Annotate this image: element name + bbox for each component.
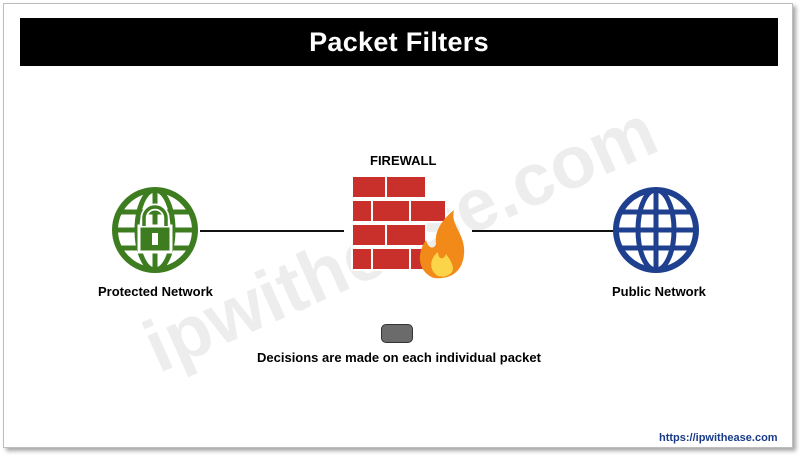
decision-caption: Decisions are made on each individual pa… <box>257 350 541 365</box>
secure-globe-icon <box>112 187 198 273</box>
title-bar: Packet Filters <box>20 18 778 66</box>
firewall-icon <box>351 175 465 279</box>
link-line-left <box>200 230 344 232</box>
firewall-label: FIREWALL <box>370 153 437 168</box>
public-network-label: Public Network <box>612 284 706 299</box>
page-title: Packet Filters <box>309 26 489 57</box>
link-line-right <box>472 230 616 232</box>
globe-icon <box>613 187 699 273</box>
slide-frame: Packet Filters ipwithease.com FIREWALL P… <box>3 3 793 448</box>
protected-network-label: Protected Network <box>98 284 213 299</box>
site-url[interactable]: https://ipwithease.com <box>659 432 778 444</box>
packet-icon <box>381 324 413 343</box>
